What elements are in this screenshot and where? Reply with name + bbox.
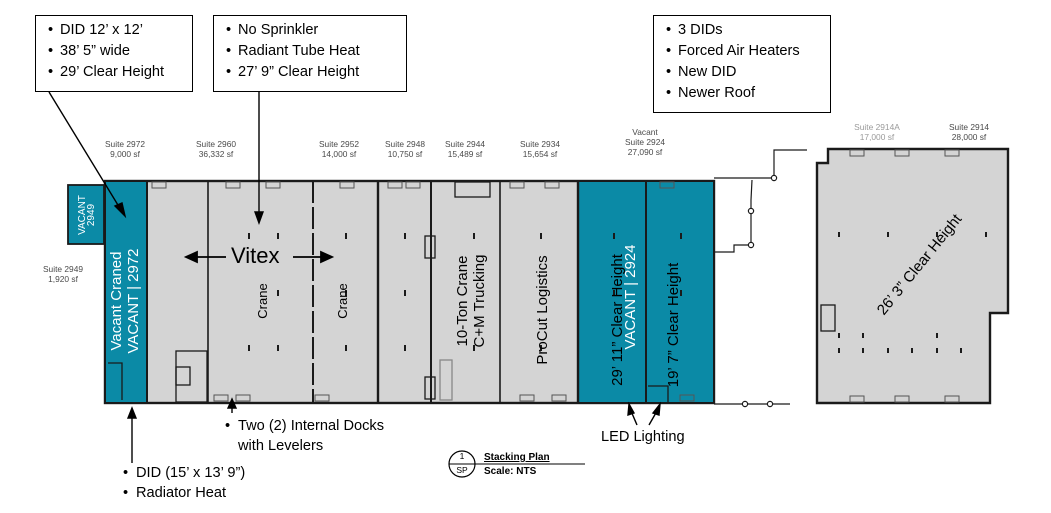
vitex-arrow bbox=[183, 250, 335, 264]
crane-label-1: Crane bbox=[255, 283, 270, 319]
callout-left-item: 38’ 5” wide bbox=[48, 41, 186, 62]
note-docks: Two (2) Internal Docks with Levelers bbox=[224, 416, 384, 456]
note-led: LED Lighting bbox=[601, 429, 685, 445]
note-did-line1: DID (15’ x 13’ 9”) bbox=[123, 463, 245, 483]
callout-right: 3 DIDs Forced Air Heaters New DID Newer … bbox=[653, 15, 831, 113]
note-docks-line1: Two (2) Internal Docks bbox=[225, 416, 384, 436]
note-did: DID (15’ x 13’ 9”) Radiator Heat bbox=[122, 463, 245, 503]
stacking-scale: Scale: NTS bbox=[484, 466, 537, 477]
note-docks-line2: with Levelers bbox=[238, 438, 324, 454]
callout-right-item: Newer Roof bbox=[666, 83, 824, 104]
dock-doors bbox=[151, 181, 695, 402]
stacking-title: Stacking Plan bbox=[484, 452, 550, 463]
clear-height-2924-right: 19’ 7” Clear Height bbox=[665, 262, 682, 388]
vacant-2924-label: VACANT | 2924 bbox=[622, 244, 639, 350]
dock-doors-2914 bbox=[849, 149, 960, 403]
callout-right-item: 3 DIDs bbox=[666, 20, 824, 41]
columns-main bbox=[248, 233, 682, 351]
callout-left: DID 12’ x 12’ 38’ 5” wide 29’ Clear Heig… bbox=[35, 15, 193, 92]
suite-2972-area bbox=[106, 182, 147, 402]
note-did-line2: Radiator Heat bbox=[123, 483, 245, 503]
callout-middle-item: Radiant Tube Heat bbox=[226, 41, 400, 62]
callout-left-item: 29’ Clear Height bbox=[48, 62, 186, 83]
stacking-plan-symbol bbox=[448, 450, 585, 478]
interior-walls bbox=[146, 181, 647, 403]
callout-middle-item: No Sprinkler bbox=[226, 20, 400, 41]
callout-right-item: New DID bbox=[666, 62, 824, 83]
plan-details bbox=[108, 181, 669, 403]
callout-left-item: DID 12’ x 12’ bbox=[48, 20, 186, 41]
columns-2914 bbox=[838, 232, 987, 353]
connector bbox=[714, 149, 807, 408]
leader-lines bbox=[48, 91, 661, 463]
building-2914-detail bbox=[820, 304, 836, 332]
vitex-label: Vitex bbox=[231, 243, 280, 268]
callout-middle-item: 27’ 9” Clear Height bbox=[226, 62, 400, 83]
stacking-code: SP bbox=[456, 465, 468, 475]
suite-2949-annex bbox=[67, 184, 105, 245]
callout-middle: No Sprinkler Radiant Tube Heat 27’ 9” Cl… bbox=[213, 15, 407, 92]
stacking-number: 1 bbox=[459, 451, 465, 461]
crane-label-2: Crane bbox=[335, 283, 350, 319]
procut-label: ProCut Logistics bbox=[534, 255, 551, 365]
callout-right-item: Forced Air Heaters bbox=[666, 41, 824, 62]
building-2914 bbox=[815, 147, 1010, 405]
